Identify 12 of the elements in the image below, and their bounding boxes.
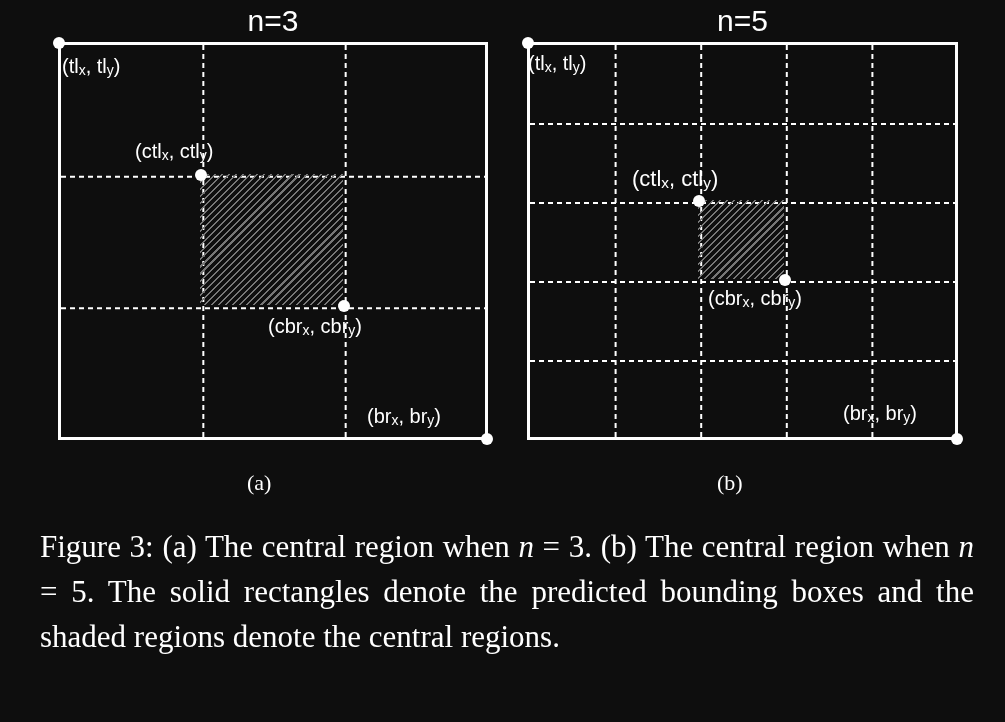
coordinate-label: (br$_{x}$, br$_{y}$) [367,405,442,429]
coordinate-label: (ctl$_{x}$, ctl$_{y}$) [135,140,214,164]
panel-title: n=5 [716,3,769,39]
coordinate-label: (tl$_{x}$, tl$_{y}$) [62,55,121,79]
shaded-central-region [200,173,343,306]
subfigure-label: (b) [717,470,743,496]
panel-title: n=3 [246,3,300,39]
figure-caption: Figure 3: (a) The central region when n = 3. (b) The central region when n = 5. The solid rectangles denote the predicted bounding boxes and the shaded regions denote the central regions. [40,528,974,656]
coordinate-label: (cbr$_{x}$, cbr$_{y}$) [708,287,803,311]
subfigure-label: (a) [247,470,272,496]
shaded-central-region [698,200,784,279]
coordinate-label: (cbr$_{x}$, cbr$_{y}$) [268,315,363,339]
